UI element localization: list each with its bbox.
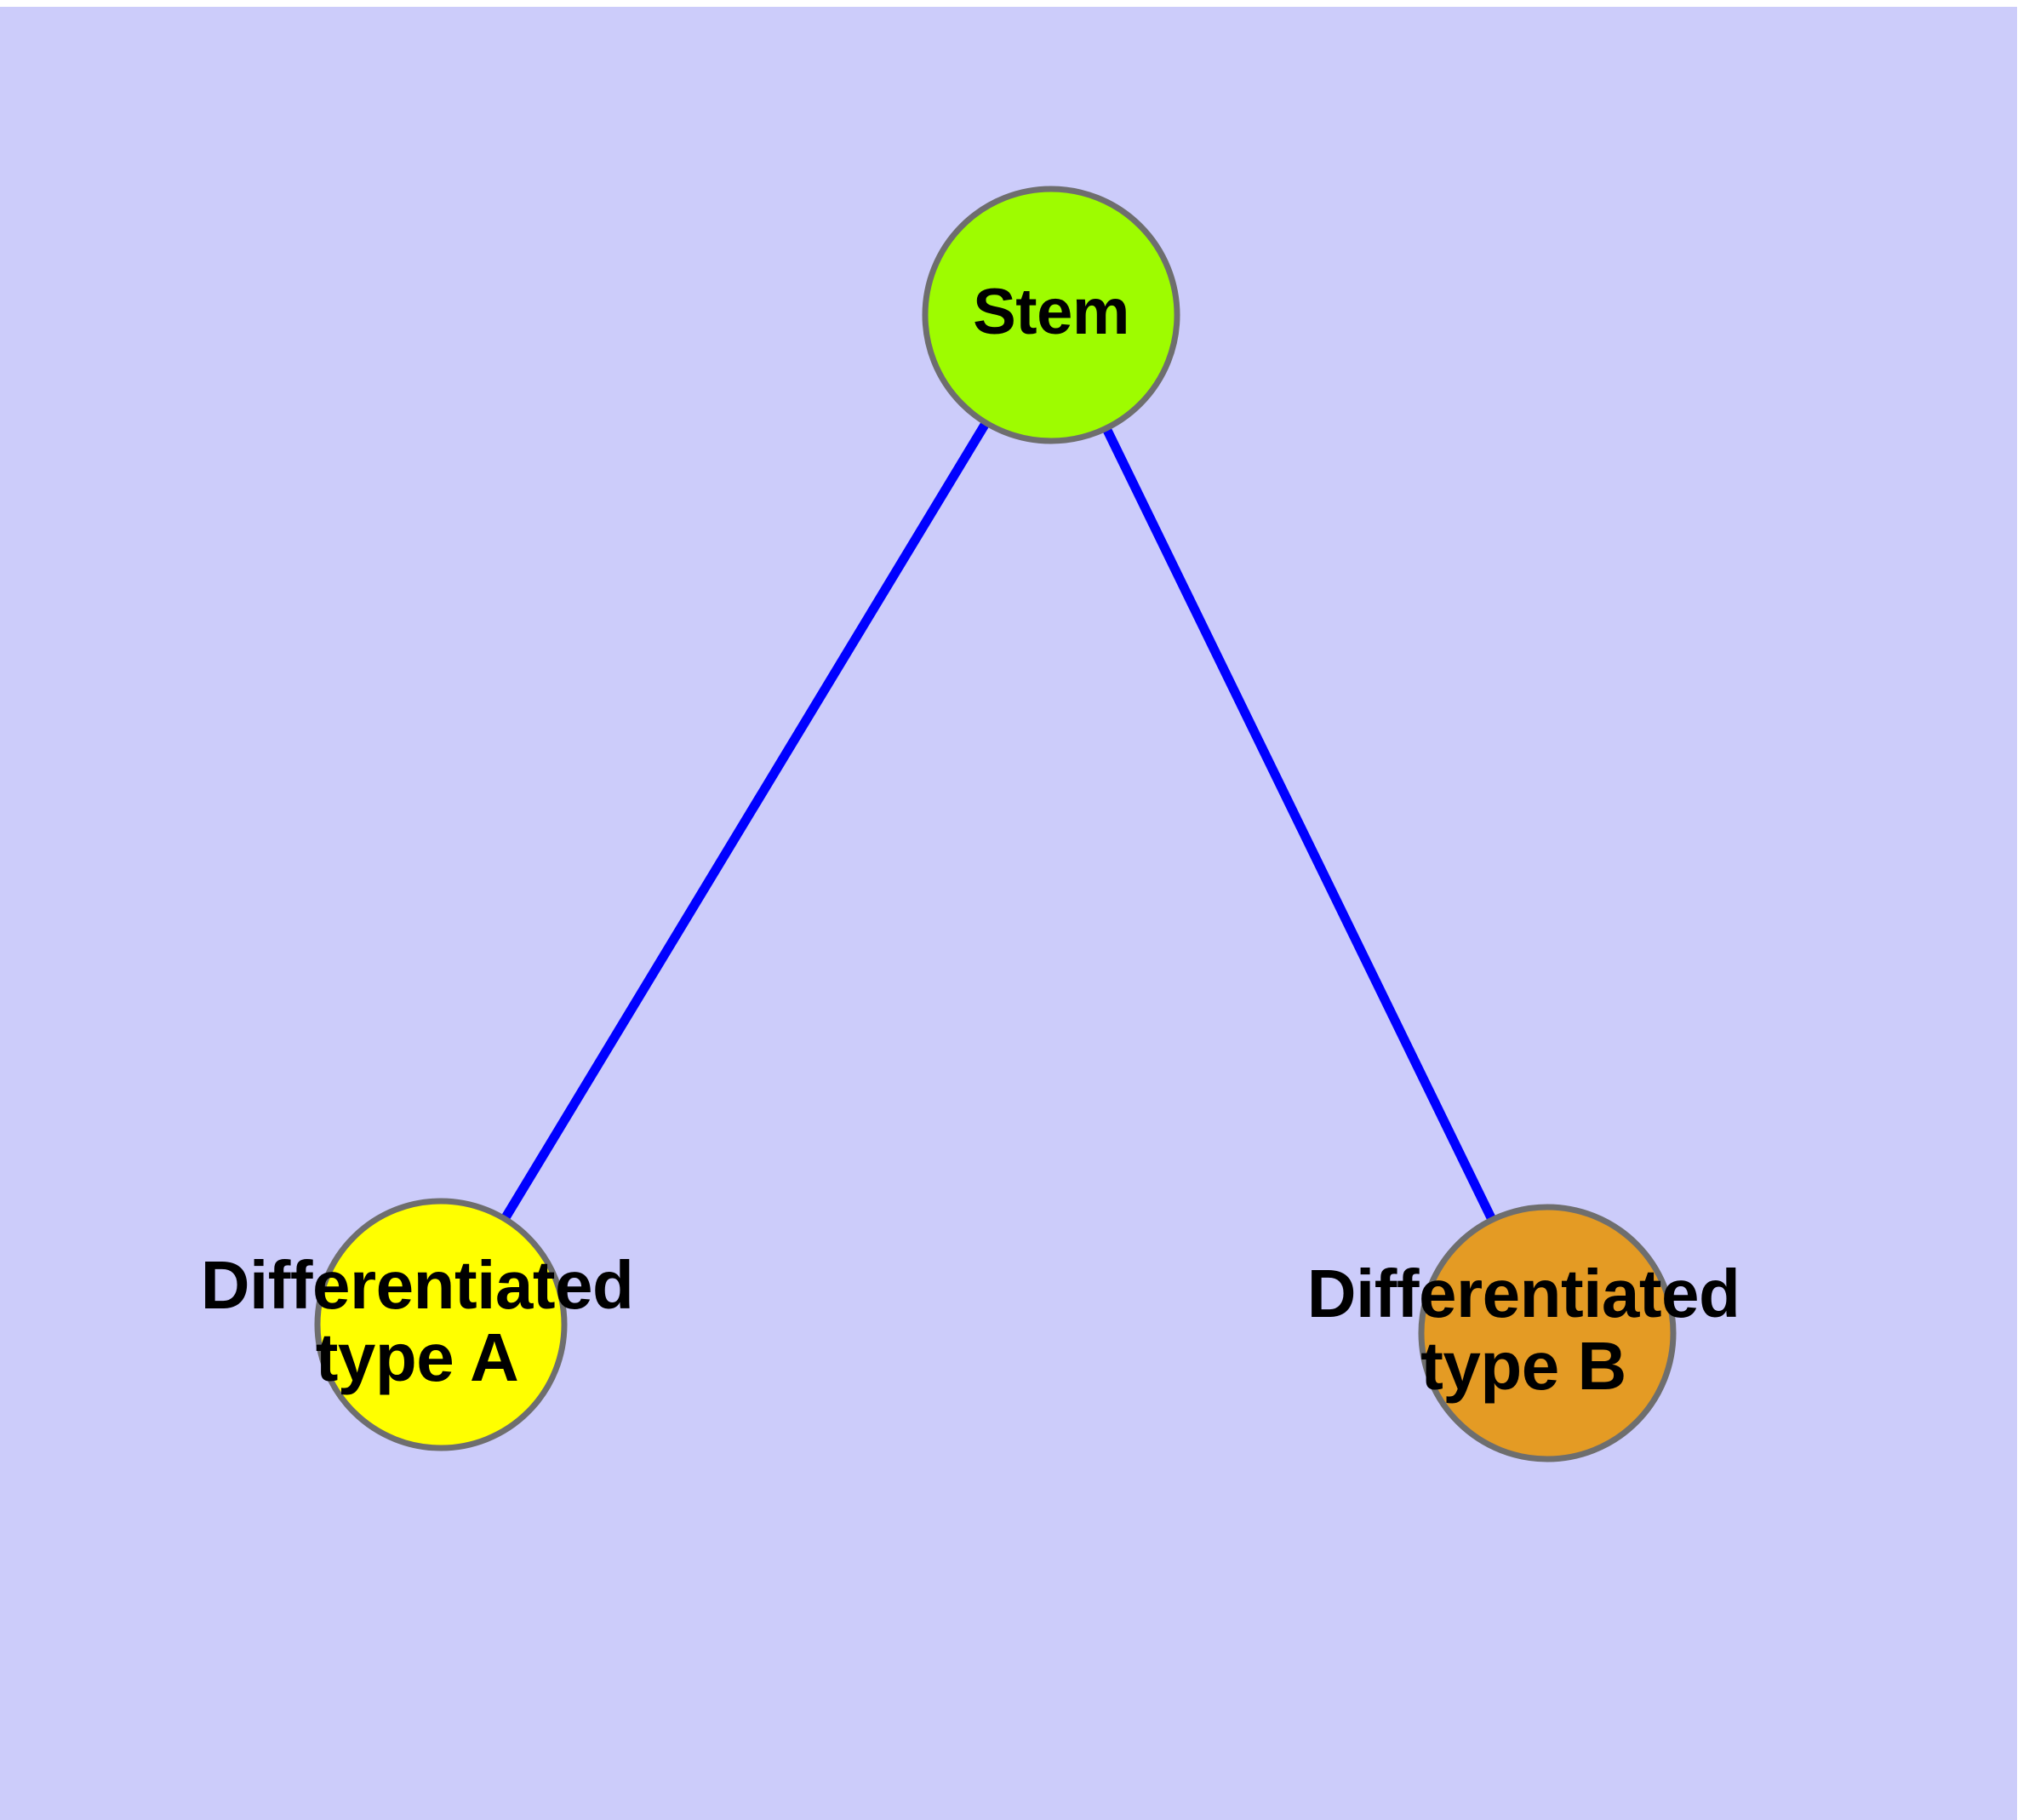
node-group xyxy=(314,186,1677,1462)
node-differentiated-type-b[interactable] xyxy=(1418,1204,1677,1462)
node-differentiated-type-a[interactable] xyxy=(314,1198,568,1451)
edge-stem-to-differentiated-type-b[interactable] xyxy=(1101,424,1497,1224)
edge-stem-to-differentiated-type-a[interactable] xyxy=(500,419,992,1223)
node-stem[interactable] xyxy=(922,186,1180,444)
edge-group xyxy=(500,419,1497,1224)
